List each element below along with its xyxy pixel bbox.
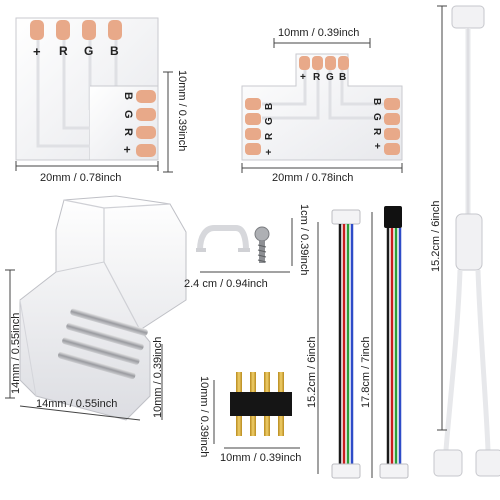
- l-width-dimension: 20mm / 0.78inch: [40, 172, 122, 184]
- pad: [82, 20, 96, 40]
- pad-label-plus: +: [371, 143, 382, 149]
- pad-label-r: R: [122, 128, 134, 136]
- pad-label-plus: +: [120, 146, 134, 154]
- clip-width-dimension: 2.4 cm / 0.94inch: [184, 278, 268, 290]
- pad: [108, 20, 122, 40]
- connector-side-dimension: 14mm / 0.55inch: [10, 312, 22, 394]
- pad-label-g: G: [326, 72, 334, 83]
- cable-long-dimension: 17.8cm / 7inch: [360, 336, 372, 408]
- mounting-clip: [196, 225, 270, 263]
- pin-height-dimension: 10mm / 0.39inch: [198, 376, 210, 458]
- pad-label-r: R: [371, 128, 382, 136]
- t-width-dimension: 20mm / 0.78inch: [272, 172, 354, 184]
- splitter-length-dimension: 15.2cm / 6inch: [430, 200, 442, 272]
- l-shape-connector: [15, 17, 159, 161]
- pad-label-b: B: [110, 44, 119, 58]
- pad: [30, 20, 44, 40]
- clip-connector: [19, 195, 187, 421]
- cable-short-dimension: 15.2cm / 6inch: [306, 336, 318, 408]
- rgb-cable-short: [331, 209, 361, 479]
- pad-label-b: B: [122, 92, 134, 100]
- pad-label-g: G: [84, 44, 94, 58]
- pad-label-b: B: [339, 72, 347, 83]
- pad-label-b: B: [371, 98, 382, 106]
- pad-label-g: G: [371, 113, 382, 121]
- pad-label-g: G: [122, 110, 134, 119]
- pad-label-plus: +: [264, 149, 275, 155]
- pad-label-r: R: [59, 44, 68, 58]
- pad-label-plus: +: [300, 72, 306, 83]
- rgb-cable-long: [379, 206, 409, 479]
- t-shape-connector: [241, 53, 403, 161]
- pad-label-plus: +: [33, 44, 41, 59]
- pin-width-dimension: 10mm / 0.39inch: [220, 452, 302, 464]
- pad-label-g: G: [264, 117, 275, 125]
- connector-right-dimension: 10mm / 0.39inch: [152, 336, 164, 418]
- pad-label-b: B: [264, 102, 275, 110]
- pad: [56, 20, 70, 40]
- y-splitter-cable: [433, 5, 500, 477]
- pad-label-r: R: [313, 72, 321, 83]
- clip-height-dimension: 1cm / 0.39inch: [298, 204, 310, 276]
- pad-label-r: R: [264, 132, 275, 140]
- connector-bottom-dimension: 14mm / 0.55inch: [36, 398, 118, 410]
- t-top-dimension: 10mm / 0.39inch: [278, 27, 360, 39]
- l-height-dimension: 10mm / 0.39inch: [176, 70, 188, 152]
- pin-header: [230, 372, 292, 436]
